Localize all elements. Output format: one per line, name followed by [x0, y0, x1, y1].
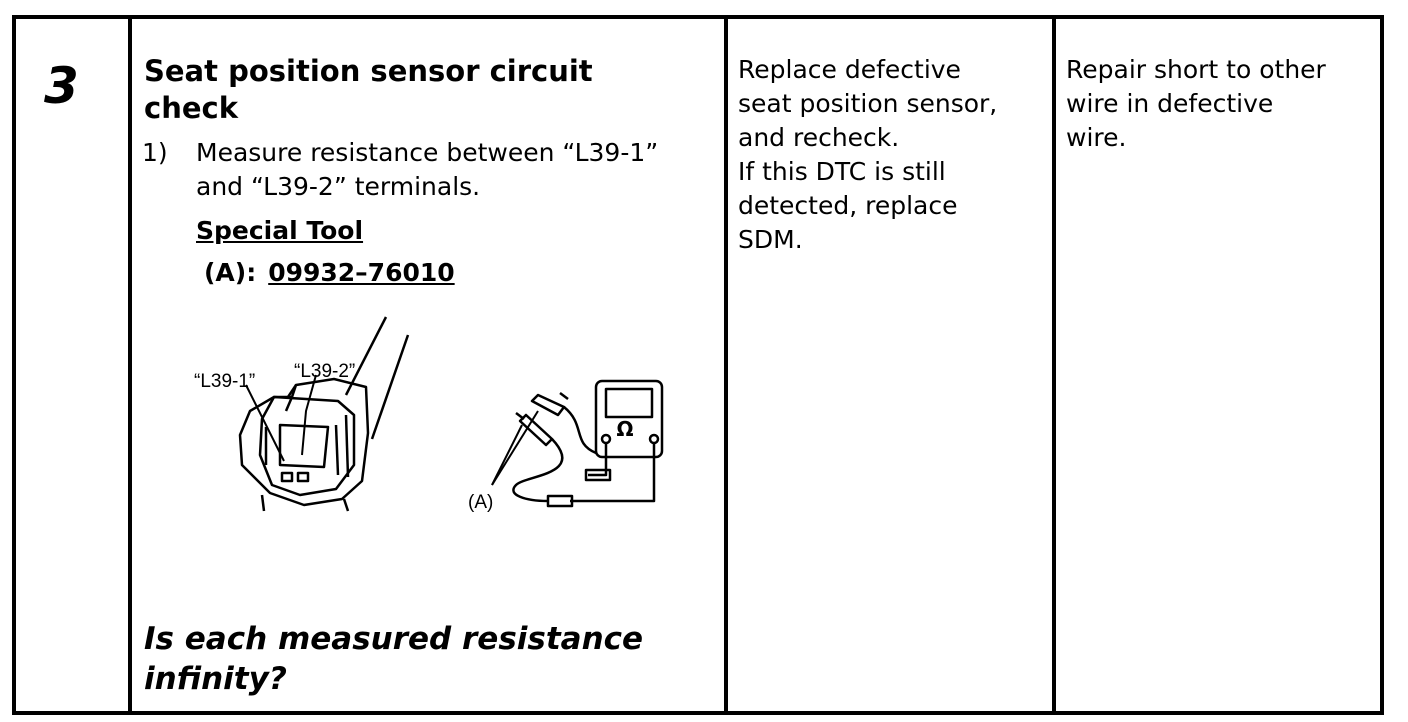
- ohmmeter-illustration: [491, 379, 664, 508]
- special-tool-row: (A): 09932–76010: [204, 258, 455, 287]
- yes-line4: If this DTC is still: [738, 157, 946, 186]
- step-title: Seat position sensor circuit check: [144, 53, 704, 127]
- step-title-line1: Seat position sensor circuit: [144, 54, 593, 88]
- instruction-line2: and “L39-2” terminals.: [196, 172, 481, 201]
- instruction-number: 1): [142, 138, 168, 167]
- yes-line3: and recheck.: [738, 123, 900, 152]
- instruction-text: Measure resistance between “L39-1” and “…: [196, 136, 726, 204]
- terminal-label-l39-2: “L39-2”: [294, 361, 355, 382]
- yes-line1: Replace defective: [738, 55, 961, 84]
- column-divider-3: [1052, 19, 1056, 711]
- yes-line6: SDM.: [738, 225, 803, 254]
- diagnostic-table: 3 Seat position sensor circuit check 1) …: [12, 15, 1384, 715]
- yes-line2: seat position sensor,: [738, 89, 998, 118]
- no-line3: wire.: [1066, 123, 1127, 152]
- instruction-line1: Measure resistance between “L39-1”: [196, 138, 659, 167]
- no-line1: Repair short to other: [1066, 55, 1326, 84]
- question-line2: infinity?: [144, 661, 287, 697]
- yes-line5: detected, replace: [738, 191, 958, 220]
- terminal-label-l39-1: “L39-1”: [194, 371, 255, 392]
- column-divider-1: [128, 19, 132, 711]
- ohm-icon: Ω: [616, 417, 633, 441]
- step-number: 3: [44, 57, 79, 115]
- step-question: Is each measured resistance infinity?: [144, 619, 724, 699]
- connector-illustration: [238, 316, 410, 512]
- no-action-text: Repair short to other wire in defective …: [1066, 53, 1376, 155]
- no-line2: wire in defective: [1066, 89, 1274, 118]
- tool-a-label: (A): [468, 492, 493, 513]
- special-tool-label: Special Tool: [196, 216, 364, 245]
- tool-number: 09932–76010: [268, 258, 455, 287]
- column-divider-2: [724, 19, 728, 711]
- connector-measurement-diagram: “L39-1” “L39-2” Ω (A): [194, 316, 664, 513]
- yes-action-text: Replace defective seat position sensor, …: [738, 53, 1048, 257]
- tool-id: (A):: [204, 258, 257, 287]
- step-title-line2: check: [144, 91, 238, 125]
- question-line1: Is each measured resistance: [144, 621, 644, 657]
